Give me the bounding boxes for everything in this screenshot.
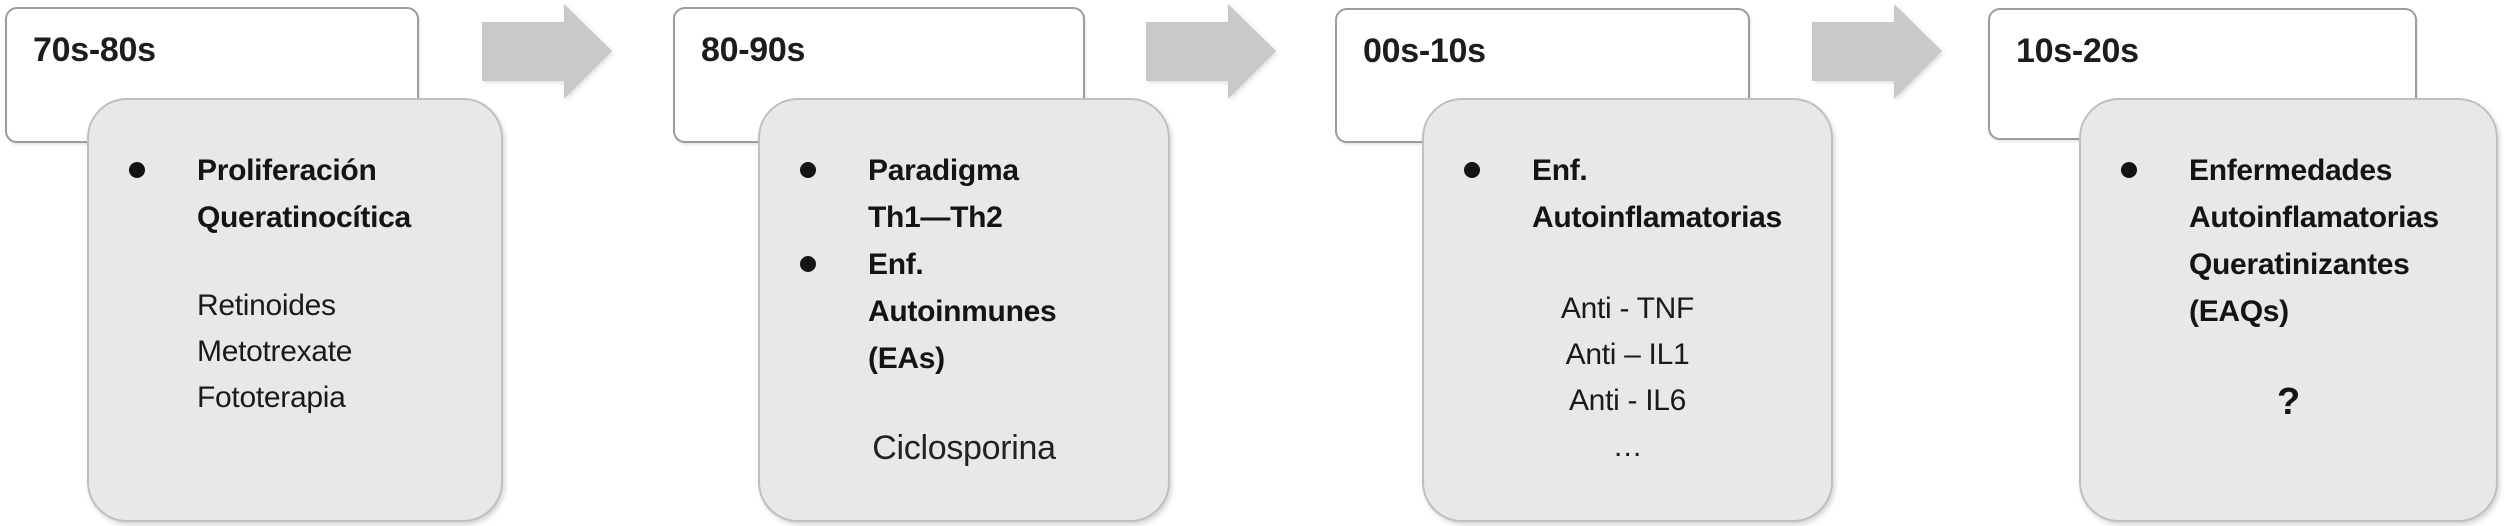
era-label: 70s-80s [33,31,156,69]
treatment-list: Retinoides Metotrexate Fototerapia [197,289,353,414]
era-label: 10s-20s [2016,32,2139,70]
arrow-right-icon [1146,4,1276,99]
arrow-right-icon [482,4,612,99]
bullet-item: Proliferación Queratinocítica [89,147,501,241]
stage-content-box-80-90s: Paradigma Th1—Th2 Enf. Autoinmunes (EAs)… [758,98,1170,522]
bullet-dot-icon [2121,162,2137,178]
stage-content-box-00s-10s: Enf. Autoinflamatorias Anti - TNF Anti –… [1422,98,1833,522]
bullet-item: Enf. Autoinmunes (EAs) [760,241,1168,382]
stage-content-box-10s-20s: Enfermedades Autoinflamatorias Queratini… [2079,98,2498,522]
bullet-text: Enfermedades Autoinflamatorias Queratini… [2189,154,2439,328]
era-label: 00s-10s [1363,32,1486,70]
era-label: 80-90s [701,31,806,69]
stage-content-box-70s-80s: Proliferación Queratinocítica Retinoides… [87,98,503,522]
footer-drug-label: Ciclosporina [872,429,1056,467]
bullet-dot-icon [1464,162,1480,178]
question-mark-label: ? [2277,381,2300,423]
biologics-list: Anti - TNF Anti – IL1 Anti - IL6 … [1560,292,1695,463]
bullet-dot-icon [129,162,145,178]
bullet-text: Proliferación Queratinocítica [197,154,411,234]
bullet-text: Paradigma Th1—Th2 [868,154,1019,234]
bullet-item: Enf. Autoinflamatorias [1424,147,1831,241]
bullet-item: Enfermedades Autoinflamatorias Queratini… [2081,147,2496,335]
bullet-text: Enf. Autoinmunes (EAs) [868,248,1057,375]
bullet-text: Enf. Autoinflamatorias [1532,154,1782,234]
arrow-right-icon [1812,4,1942,99]
bullet-dot-icon [800,256,816,272]
bullet-item: Paradigma Th1—Th2 [760,147,1168,241]
bullet-dot-icon [800,162,816,178]
